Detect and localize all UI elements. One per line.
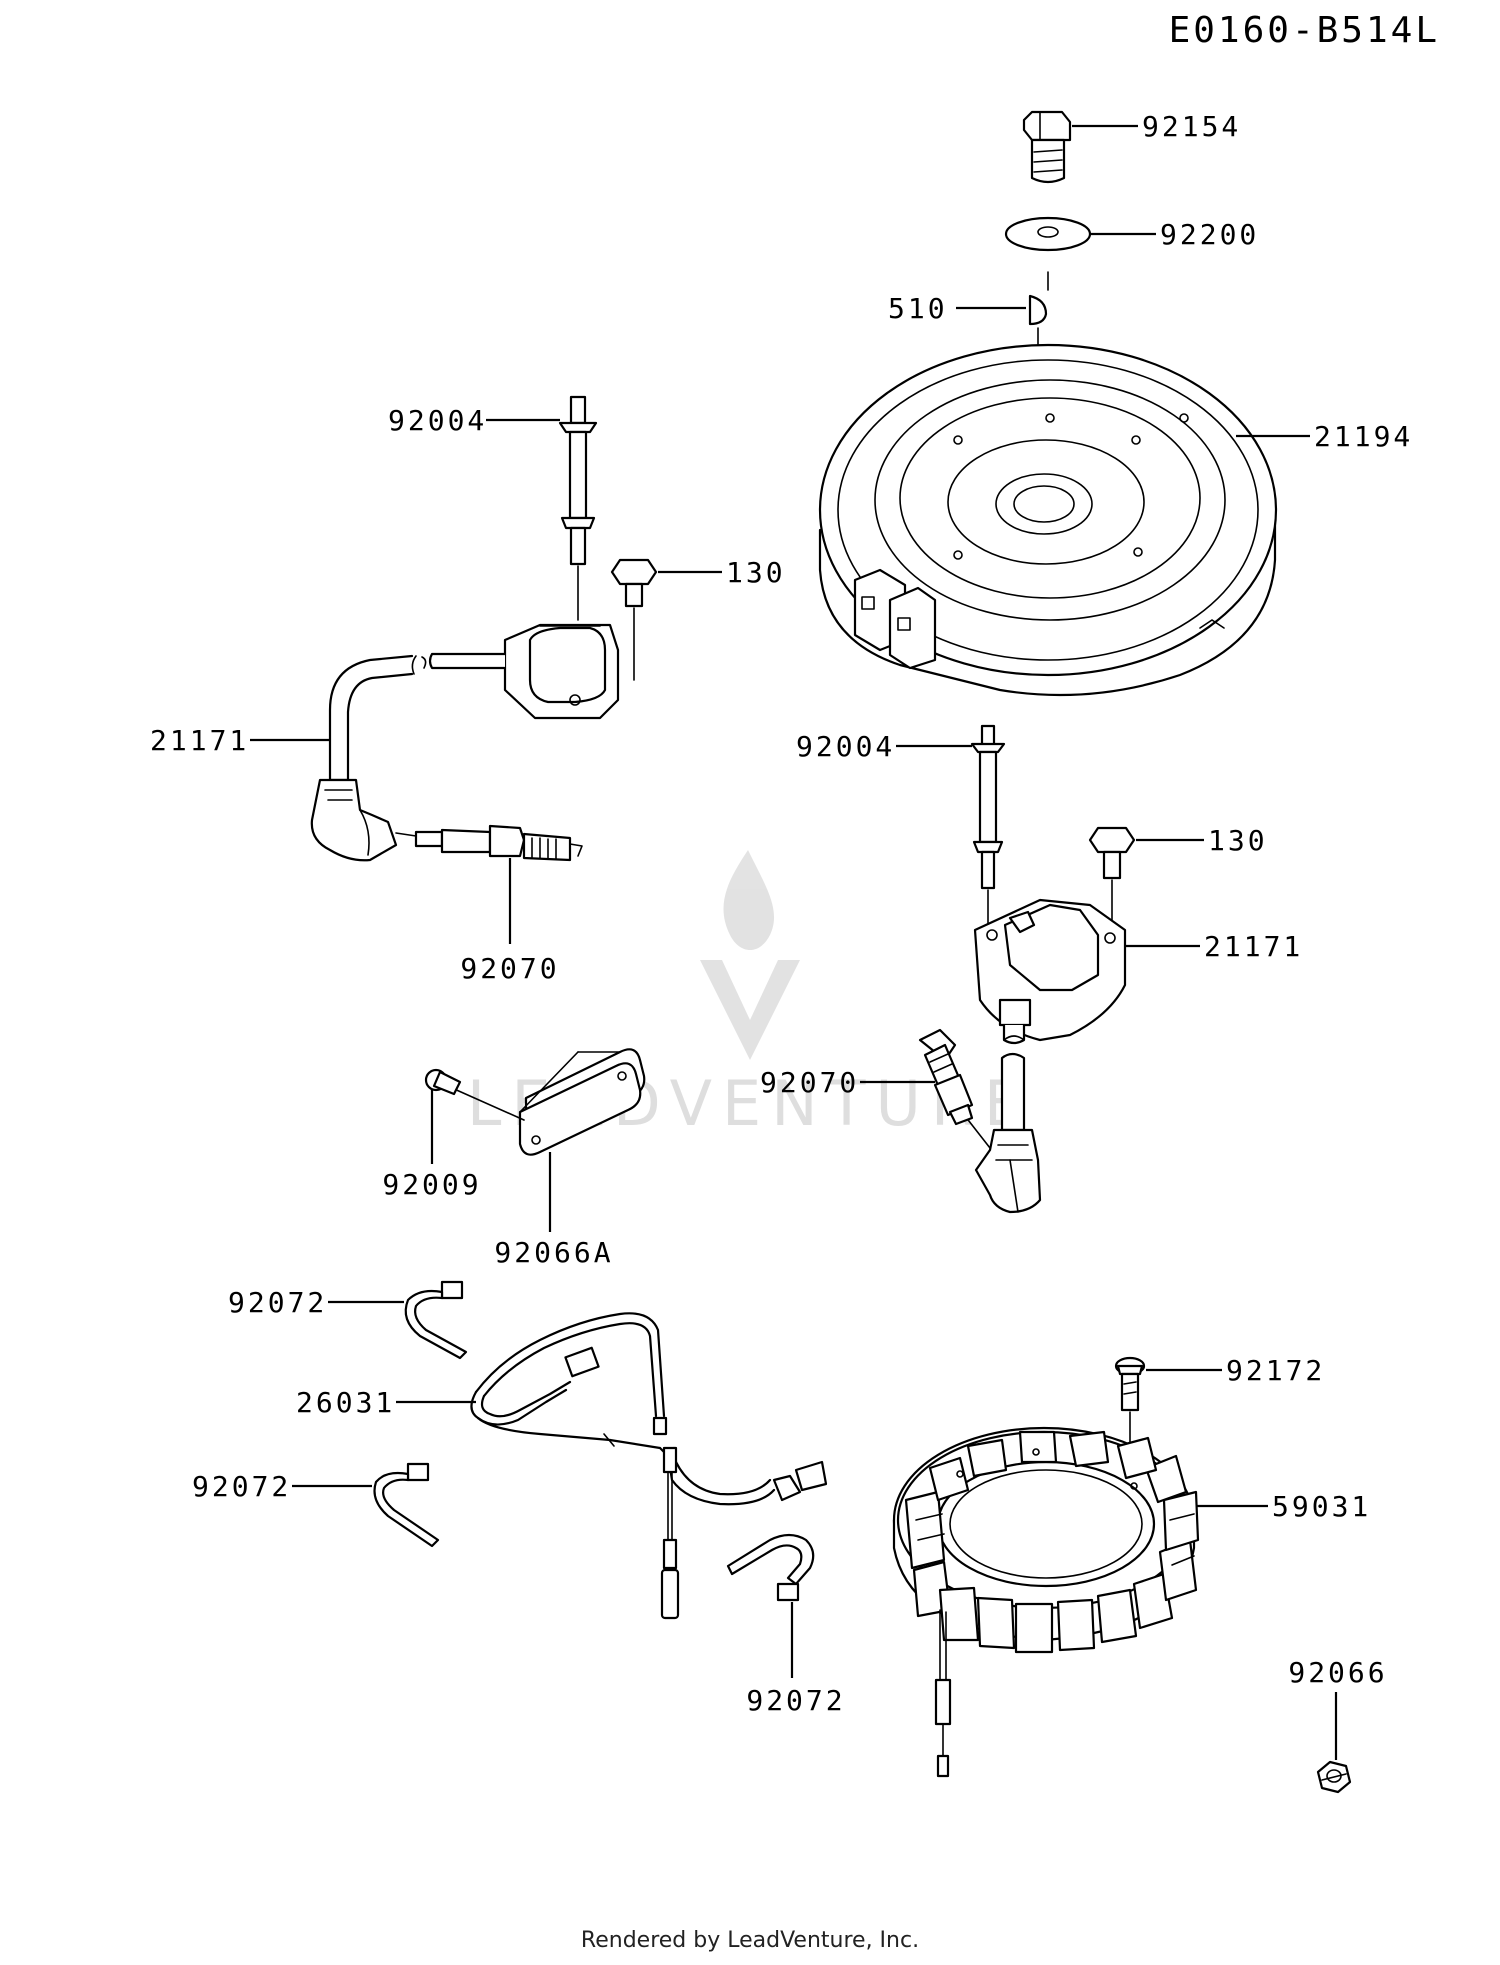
ignition-coil-stud-right — [970, 724, 1006, 890]
callout-510: 510 — [888, 292, 948, 325]
callout-21171-right: 21171 — [1204, 930, 1303, 963]
diagram-code: E0160-B514L — [1169, 10, 1440, 51]
spark-plug-right — [918, 1028, 974, 1126]
callout-92154: 92154 — [1142, 110, 1241, 143]
callout-92200: 92200 — [1160, 218, 1259, 251]
callout-92072-3: 92072 — [746, 1684, 845, 1717]
footer-credit: Rendered by LeadVenture, Inc. — [580, 1928, 920, 1953]
ignition-coil-stud-left — [558, 395, 598, 566]
callout-21194: 21194 — [1314, 420, 1413, 453]
flywheel-bolt — [1022, 110, 1072, 184]
callout-92066a: 92066A — [494, 1236, 613, 1269]
spark-plug-cap-right — [974, 1128, 1042, 1214]
callout-92172: 92172 — [1226, 1354, 1325, 1387]
ignition-coil-bolt-left — [610, 558, 658, 608]
callout-21171-left: 21171 — [150, 724, 249, 757]
ignition-coil-right — [973, 898, 1127, 1042]
wiring-harness — [470, 1312, 828, 1620]
wire-clamp-1 — [404, 1280, 468, 1360]
wire-clamp-2 — [373, 1462, 440, 1548]
ht-lead-right — [1000, 1023, 1026, 1132]
callout-92070-right: 92070 — [760, 1066, 859, 1099]
callout-26031: 26031 — [296, 1386, 395, 1419]
spark-plug-left — [414, 824, 583, 862]
callout-92072-2: 92072 — [192, 1470, 291, 1503]
callout-59031: 59031 — [1272, 1490, 1371, 1523]
stator-screw — [1114, 1356, 1146, 1412]
callout-130-right: 130 — [1208, 824, 1268, 857]
wire-clamp-3 — [726, 1533, 815, 1602]
callout-92004-left: 92004 — [388, 404, 487, 437]
flywheel-key — [1028, 294, 1048, 326]
callout-92004-right: 92004 — [796, 730, 895, 763]
callout-92072-1: 92072 — [228, 1286, 327, 1319]
ignition-coil-left — [328, 623, 620, 782]
callout-130-left: 130 — [726, 556, 786, 589]
spark-plug-cap-left — [310, 778, 398, 862]
flywheel — [818, 343, 1278, 697]
callout-92070-left: 92070 — [460, 952, 559, 985]
flywheel-washer — [1004, 216, 1092, 252]
cover-plate — [518, 1048, 646, 1156]
hex-nut — [1316, 1760, 1352, 1794]
ignition-coil-bolt-right — [1088, 826, 1136, 880]
plate-screw — [424, 1068, 462, 1096]
stator — [892, 1426, 1200, 1778]
callout-92066: 92066 — [1288, 1656, 1387, 1689]
callout-92009: 92009 — [382, 1168, 481, 1201]
